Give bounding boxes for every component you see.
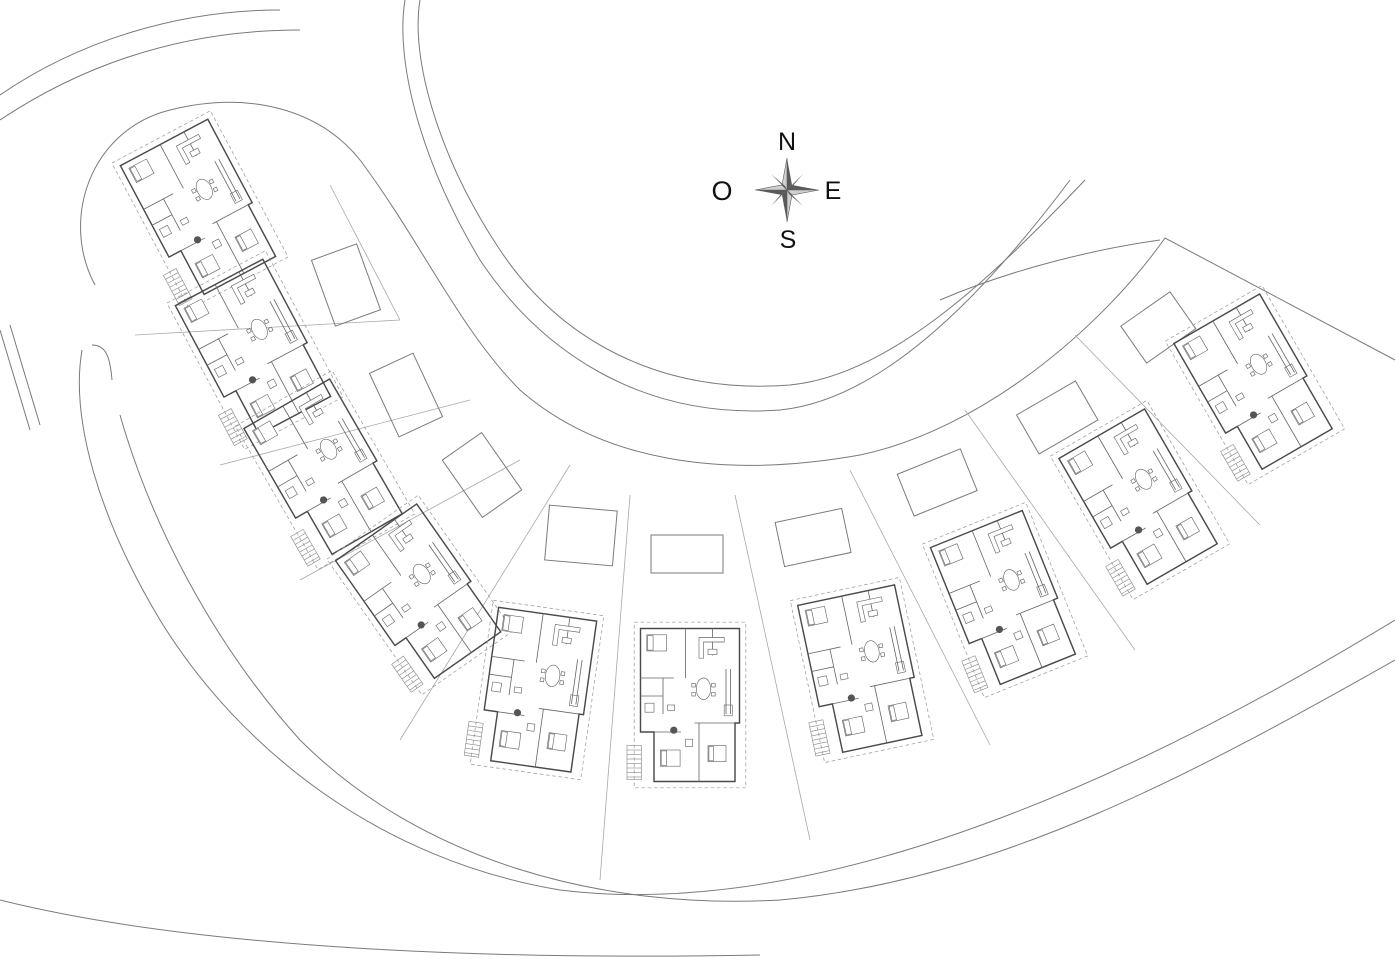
compass-north-label: N [778,128,796,156]
house-4 [320,494,514,700]
compass-south-label: S [780,226,797,254]
compass-east-label: E [825,177,842,205]
house-8 [914,501,1089,702]
house-5 [462,598,605,781]
house-1 [104,109,289,314]
plot-boundaries [80,101,1395,881]
compass-star-icon [754,157,820,223]
compass-rose: N E S O [711,128,841,254]
house-7 [782,576,935,765]
compass-west-label: O [711,176,732,206]
house-6 [626,621,747,789]
houses [104,109,1346,789]
house-2 [159,249,344,454]
house-9 [1043,399,1231,604]
